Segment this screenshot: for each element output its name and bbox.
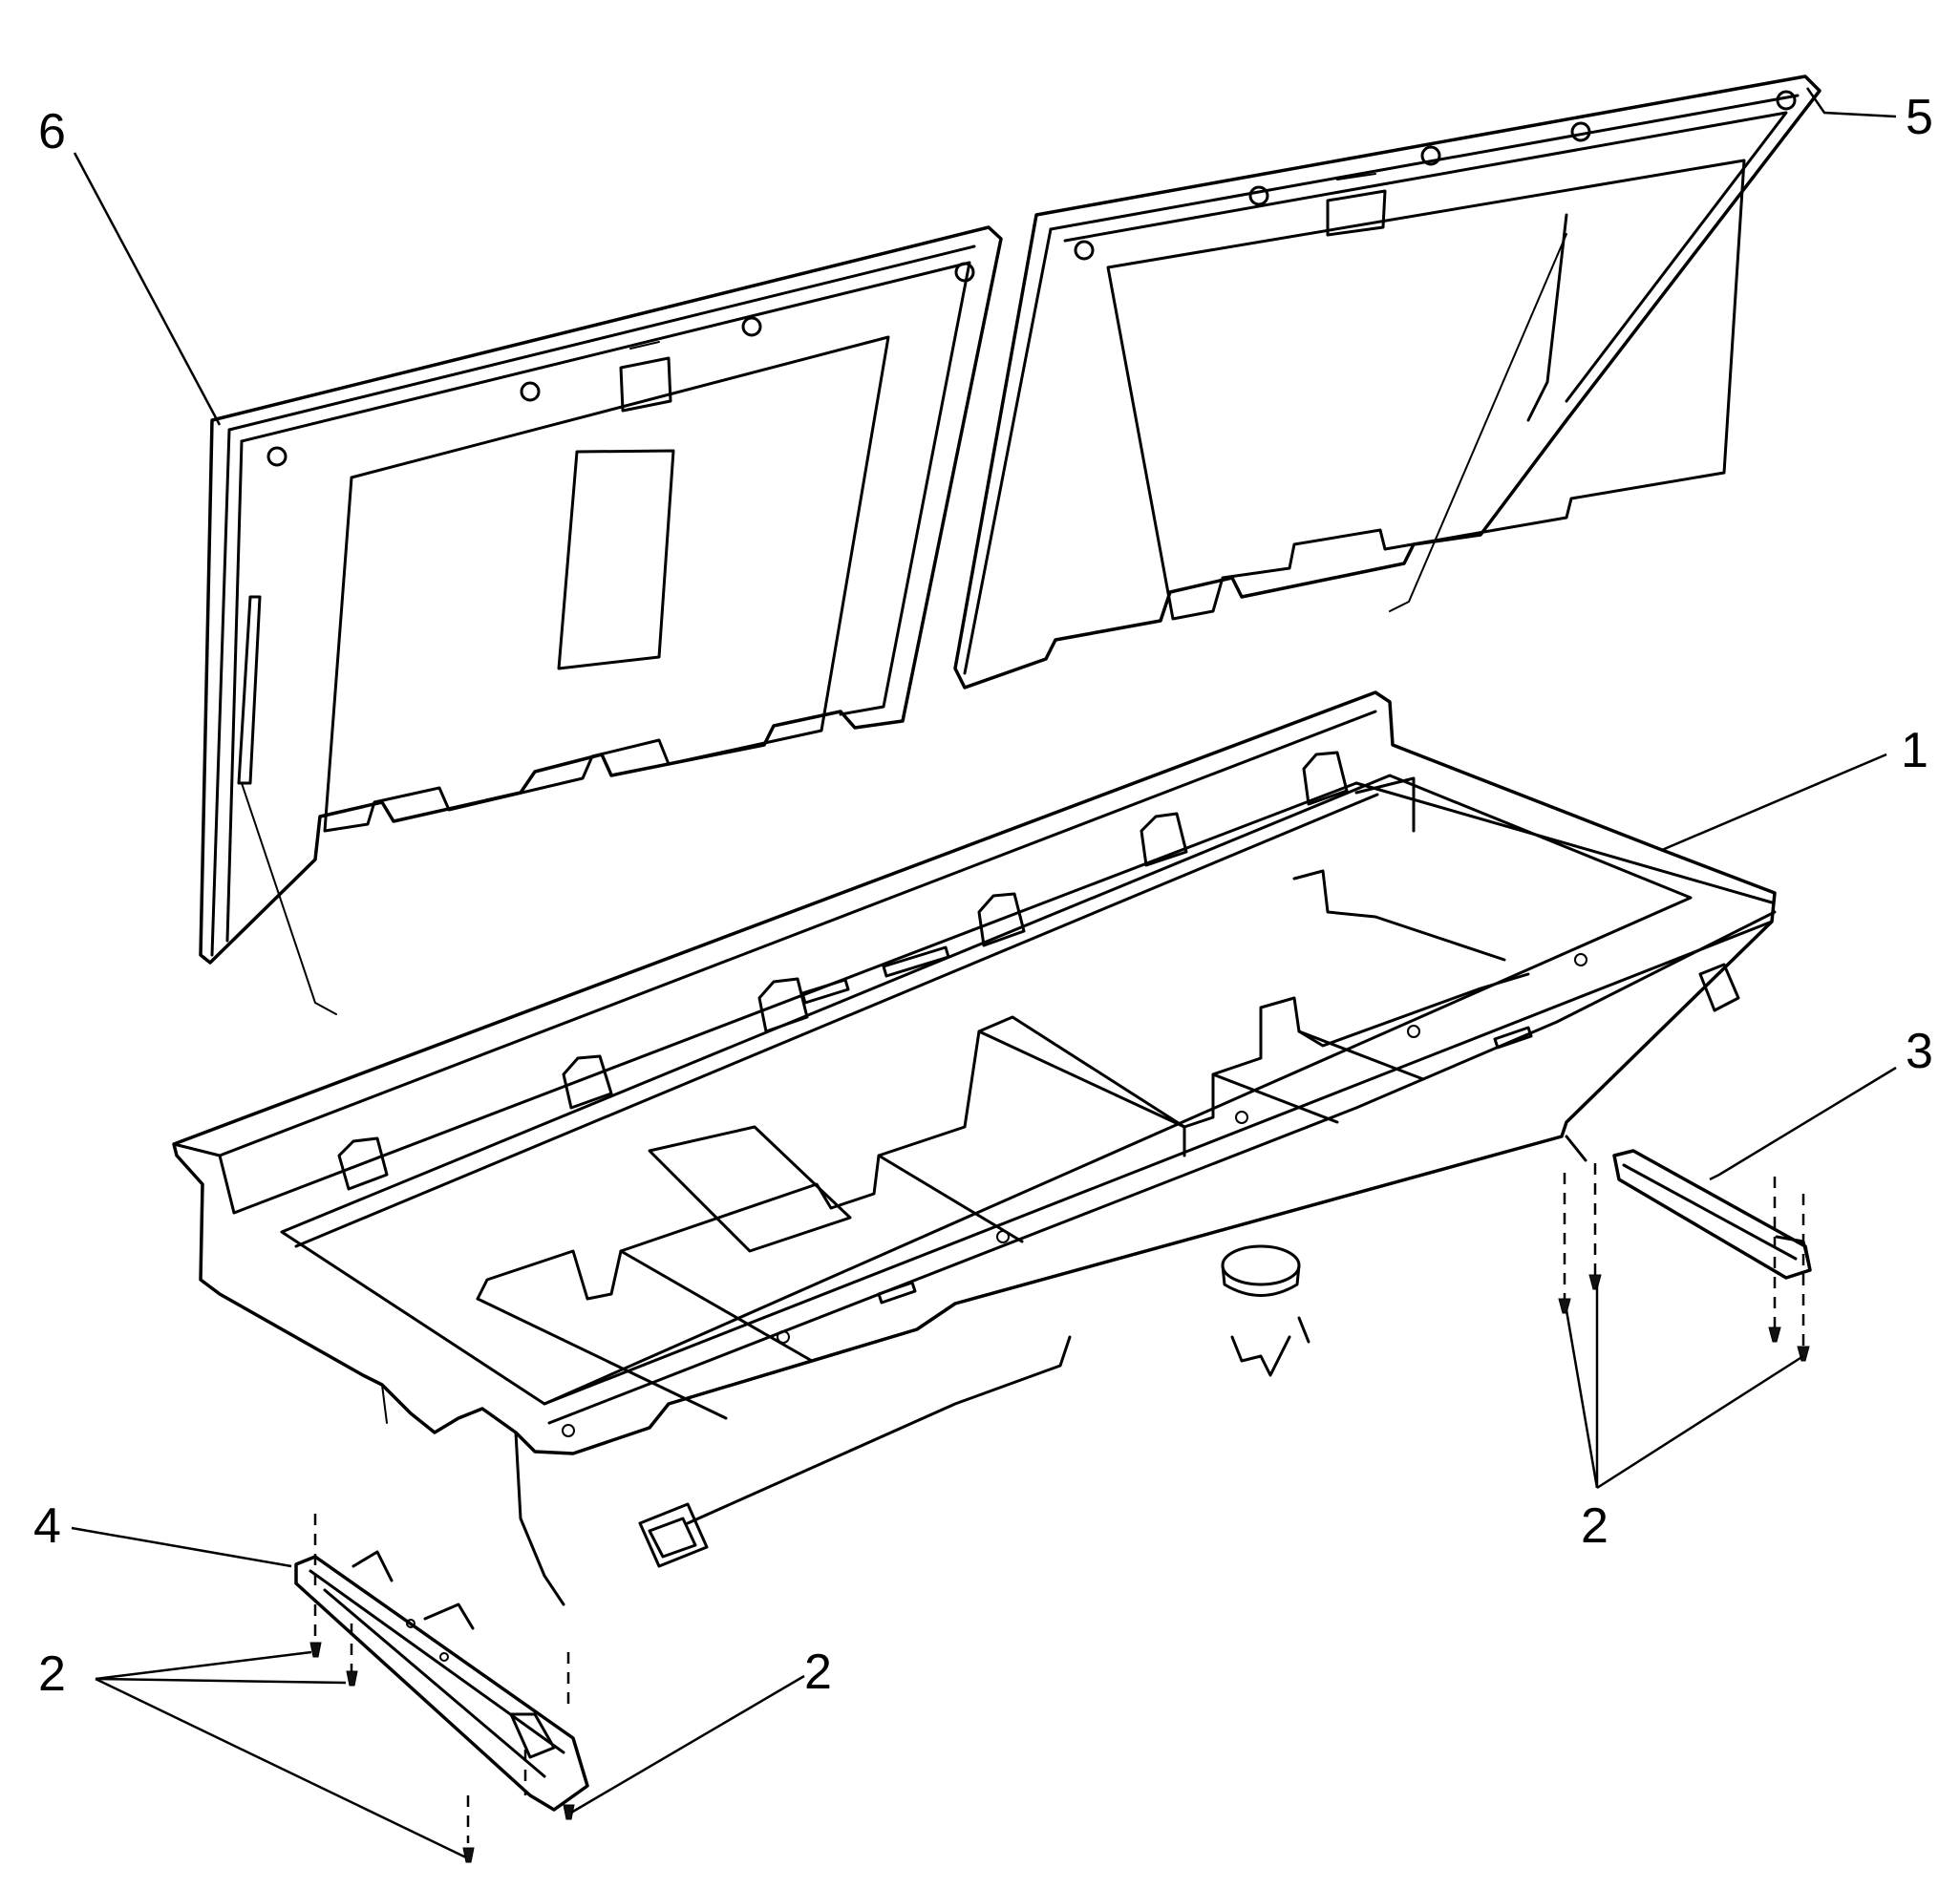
callout-6: 6 xyxy=(38,104,66,159)
callout-2-right: 2 xyxy=(1581,1498,1608,1554)
leader-lines xyxy=(71,87,1897,1859)
right-lid-part-5 xyxy=(953,74,1822,690)
storage-bin-part-1 xyxy=(172,690,1777,1606)
callout-2-bottom: 2 xyxy=(804,1645,832,1700)
callout-5: 5 xyxy=(1906,90,1933,145)
callout-4: 4 xyxy=(33,1498,61,1554)
left-bracket-part-4 xyxy=(294,1514,589,1812)
callout-labels: 5 6 1 3 2 4 2 2 xyxy=(33,90,1933,1702)
left-lid-part-6 xyxy=(199,225,1003,1015)
callout-1: 1 xyxy=(1901,723,1928,778)
right-bracket-part-3 xyxy=(1612,1149,1812,1362)
callout-2-left: 2 xyxy=(38,1646,66,1702)
callout-3: 3 xyxy=(1906,1024,1933,1079)
